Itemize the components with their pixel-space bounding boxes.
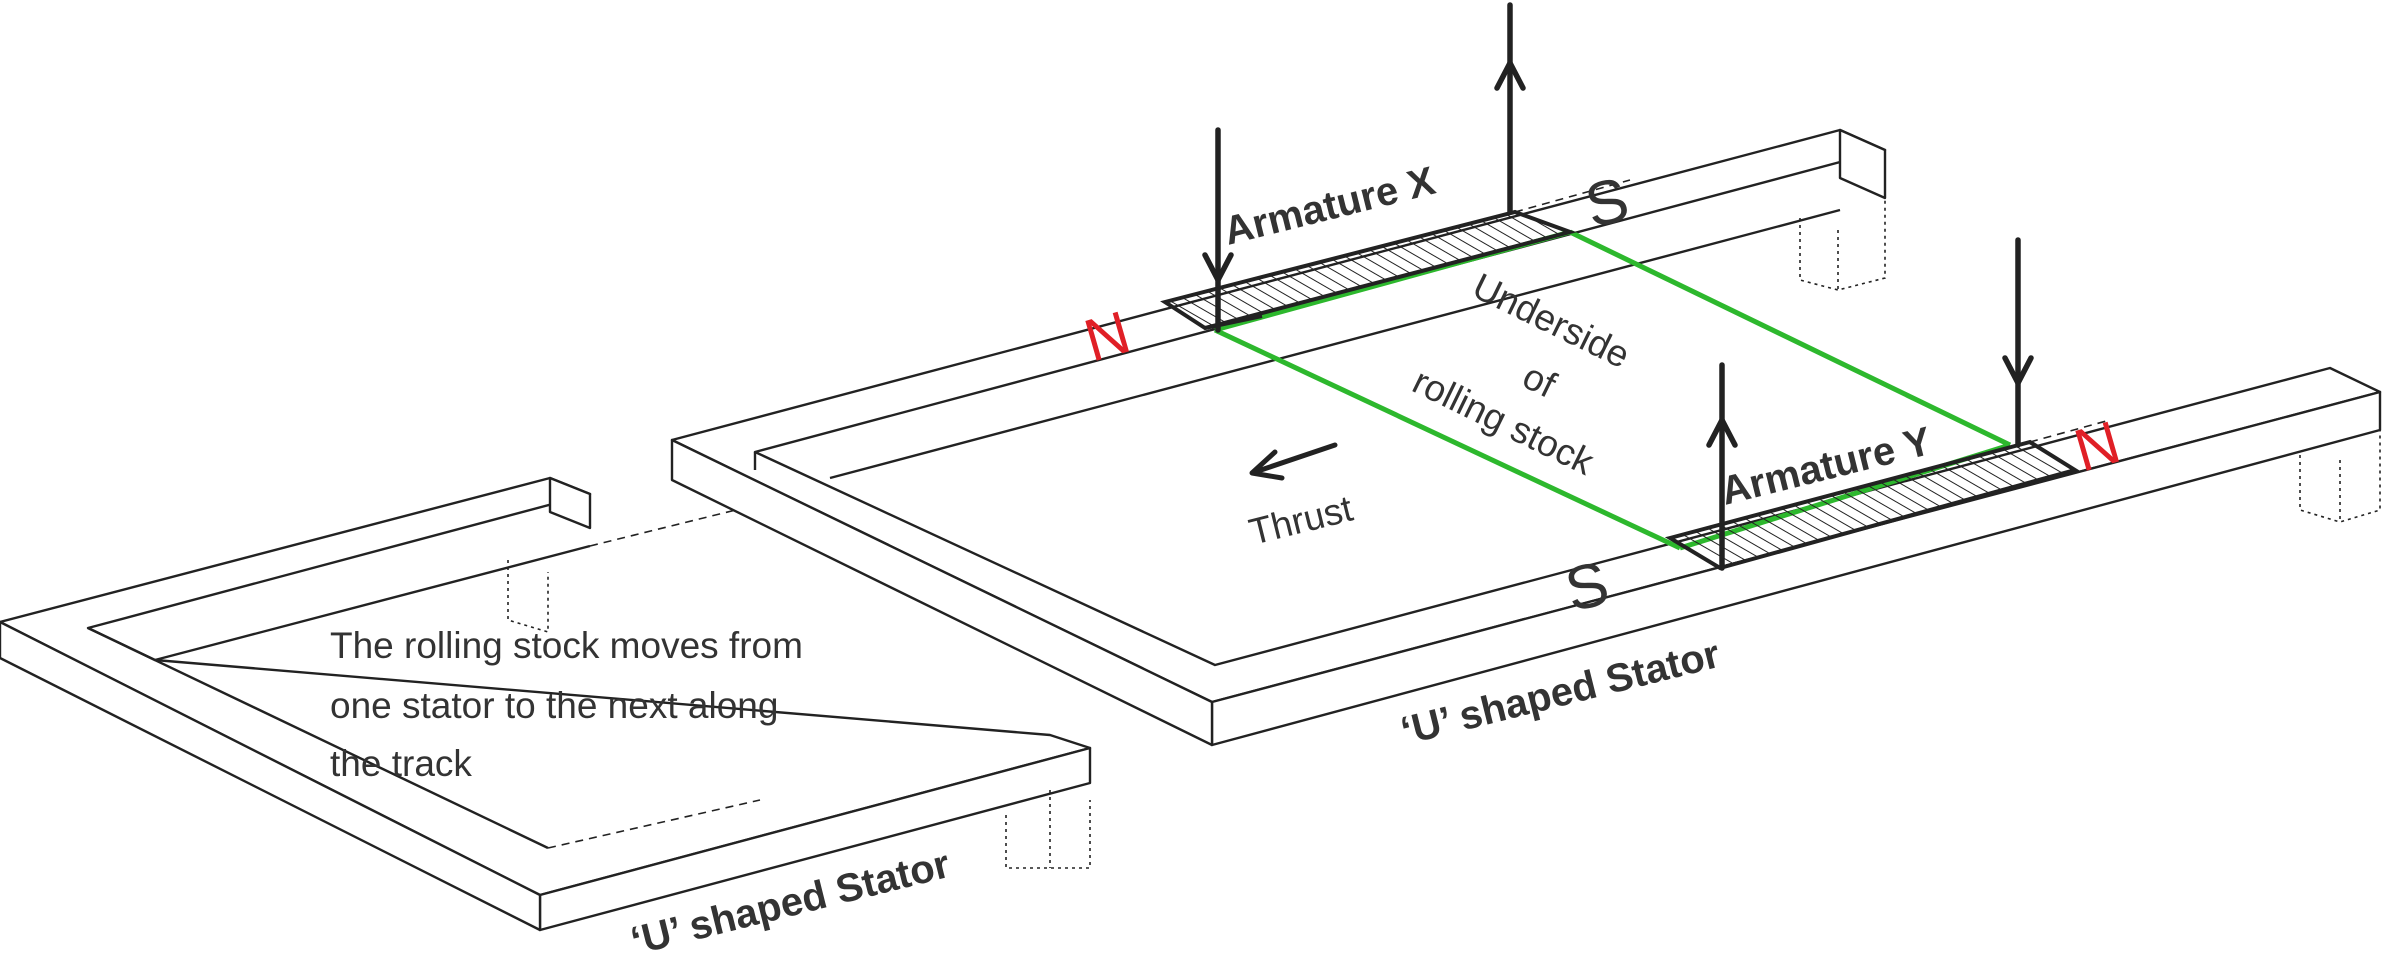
thrust-label: Thrust — [1245, 487, 1357, 552]
note-line1: The rolling stock moves from — [330, 625, 803, 666]
stator-second — [0, 476, 1092, 932]
armature-x — [1160, 179, 1631, 331]
note-text: The rolling stock moves from one stator … — [330, 625, 803, 784]
armature-y — [1664, 419, 2111, 571]
underside-label-line1: Underside — [1466, 265, 1636, 376]
thrust-arrow — [1249, 442, 1338, 481]
note-line2: one stator to the next along — [330, 685, 778, 726]
force-arrow-y-up — [1706, 362, 1738, 571]
note-line3: the track — [330, 743, 472, 784]
force-arrow-x-down — [1202, 127, 1234, 333]
underside-label: Underside of rolling stock — [1406, 265, 1636, 483]
force-arrow-x-up — [1494, 2, 1526, 215]
force-arrow-y-down — [2002, 237, 2034, 448]
underside-label-line2: of — [1516, 355, 1562, 406]
